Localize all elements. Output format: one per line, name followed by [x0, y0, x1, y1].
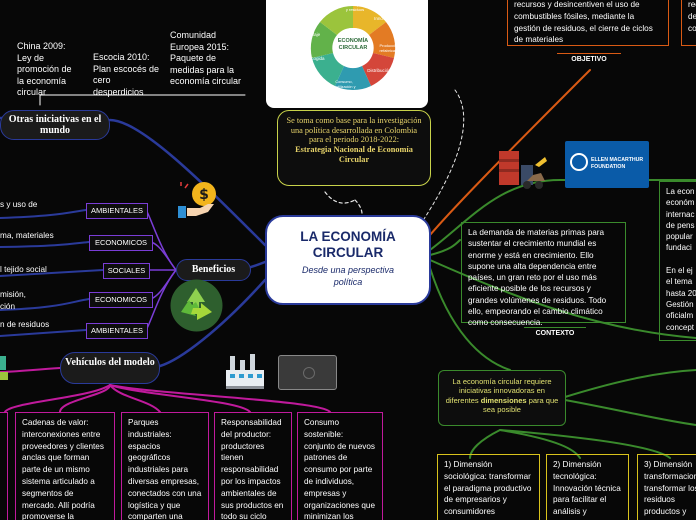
vehiculo-responsabilidad-productor[interactable]: Responsabilidad del productor: productor… — [214, 412, 292, 520]
wheel-segment-label: Consumo, reutilización y reparación — [332, 80, 356, 94]
dimensiones-intro[interactable]: La economía circular requiere iniciativa… — [438, 370, 566, 426]
fossil-fuel-icon — [497, 145, 549, 191]
wheel-segment-label: Distribución — [367, 68, 391, 73]
objetivo-box[interactable]: recursos y desincentiven el uso de combu… — [507, 0, 669, 46]
wheel-center-label: ECONOMÍA CIRCULAR — [337, 38, 369, 51]
initiative-europe: Comunidad Europea 2015: Paquete de medid… — [170, 30, 242, 86]
beneficio-text: n de residuos — [0, 320, 50, 329]
branch-otras — [108, 118, 267, 247]
intro-note: Se toma como base para la investigación … — [277, 110, 431, 186]
tag-economicos[interactable]: ECONOMICOS — [89, 292, 153, 308]
branch-dimensiones — [429, 267, 511, 371]
beneficio-text: s y uso de — [0, 200, 38, 209]
branch-contexto — [429, 239, 461, 256]
branch-dim-right1 — [564, 369, 696, 398]
logo-emblem-icon — [570, 153, 588, 171]
contexto-label: CONTEXTO — [524, 327, 586, 340]
branch-vehiculos — [158, 278, 267, 368]
video-thumbnail[interactable] — [278, 355, 337, 390]
foundation-text-box[interactable]: La econ económ internac de pens popular … — [659, 181, 696, 341]
branch-dim-down3 — [499, 429, 671, 459]
logo-line2: FOUNDATION — [591, 164, 626, 170]
hand-coin-icon: $ — [178, 180, 224, 220]
branch-dim-down1 — [469, 429, 501, 459]
logo-line1: ELLEN MACARTHUR — [591, 157, 644, 163]
beneficio-text: misión, ción — [0, 290, 26, 311]
tag-sociales[interactable]: SOCIALES — [103, 263, 150, 279]
svg-text:$: $ — [199, 187, 209, 203]
vehiculo-cadenas-de-valor[interactable]: Cadenas de valor: interconexiones entre … — [15, 412, 115, 520]
dimensiones-keyword: dimensiones — [480, 395, 527, 405]
intro-note-text: Se toma como base para la investigación … — [286, 116, 422, 145]
tag-ambientales[interactable]: AMBIENTALES — [86, 323, 148, 339]
otras-iniciativas-node[interactable]: Otras iniciativas en el mundo — [0, 110, 110, 140]
central-title: LA ECONOMÍA CIRCULAR — [300, 229, 396, 260]
objetivo-label: OBJETIVO — [557, 53, 621, 66]
dashed-intro — [324, 191, 363, 215]
wheel-segment-label: Innovación — [374, 16, 396, 21]
initiative-scotland: Escocia 2010: Plan escocés de cero despe… — [93, 52, 160, 97]
central-topic[interactable]: LA ECONOMÍA CIRCULAR Desde una perspecti… — [265, 215, 431, 305]
person-icon — [0, 352, 10, 382]
dimensiones-intro-post: para que sea posible — [483, 395, 559, 415]
wheel-segment-label: Materias primas y residuos — [340, 2, 370, 12]
beneficios-node[interactable]: Beneficios — [176, 259, 251, 281]
branch-right-mid — [429, 259, 696, 339]
otras-up — [39, 94, 246, 106]
dimension-sociologica[interactable]: 1) Dimensión sociológica: transformar el… — [437, 454, 540, 520]
wheel-segment-label: Producción y refabricación — [379, 43, 403, 53]
dimension-tecnologica[interactable]: 2) Dimensión tecnológica: Innovación téc… — [546, 454, 629, 520]
play-icon — [303, 367, 315, 379]
recycle-icon — [169, 278, 224, 333]
intro-note-strategy: Estrategia Nacional de Economía Circular — [295, 145, 413, 164]
tag-economicos[interactable]: ECONOMICOS — [89, 235, 153, 251]
vehiculo-box-edge — [0, 412, 8, 520]
wheel-graphic — [310, 5, 396, 91]
objetivo-box-right[interactable]: recu des co — [681, 0, 696, 46]
branch-foundation — [429, 179, 696, 251]
contexto-box[interactable]: La demanda de materias primas para suste… — [461, 222, 626, 327]
vehiculos-node[interactable]: Vehículos del modelo — [60, 352, 160, 384]
ellen-macarthur-logo: ELLEN MACARTHUR FOUNDATION — [565, 141, 649, 188]
tag-ambientales[interactable]: AMBIENTALES — [86, 203, 148, 219]
branch-dim-down2 — [499, 429, 581, 459]
wheel-segment-label: Reciclaje — [301, 32, 321, 37]
beneficio-text: ma, materiales — [0, 231, 54, 240]
central-subtitle: Desde una perspectiva política — [301, 265, 395, 287]
dimension-transformacional[interactable]: 3) Dimensión transformacional: transform… — [637, 454, 696, 520]
dashed-wheel — [419, 89, 465, 226]
initiative-china: China 2009: Ley de promoción de la econo… — [17, 41, 72, 97]
vehiculo-parques-industriales[interactable]: Parques industriales: espacios geográfic… — [121, 412, 209, 520]
circular-economy-wheel: ECONOMÍA CIRCULAR Materias primas y resi… — [266, 0, 428, 108]
vehiculo-consumo-sostenible[interactable]: Consumo sostenible: conjunto de nuevos p… — [297, 412, 383, 520]
beneficio-text: l tejido social — [0, 265, 47, 274]
dimensiones-intro-pre: La economía circular requiere iniciativa… — [445, 377, 552, 405]
factory-icon — [222, 352, 268, 390]
wheel-segment-label: Recogida — [305, 56, 325, 61]
branch-dim-right2 — [564, 399, 696, 426]
